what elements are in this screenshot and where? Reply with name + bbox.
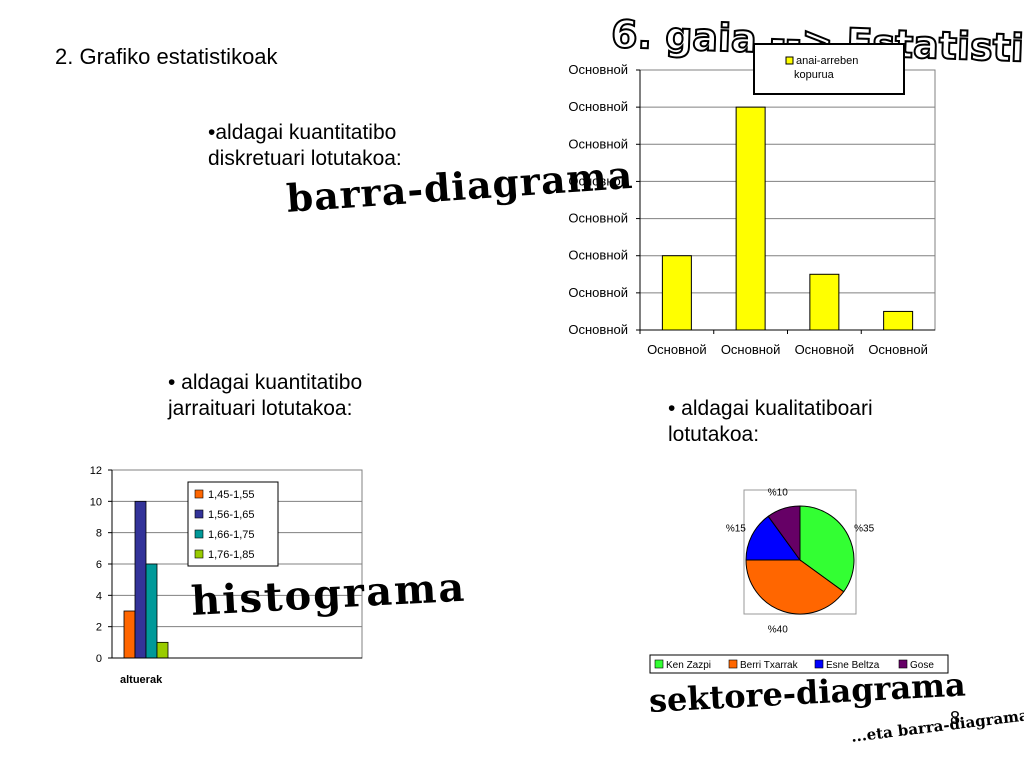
legend-label: Berri Txarrak bbox=[740, 660, 799, 671]
y-tick-label: Основной bbox=[568, 285, 628, 300]
bullet-discrete-line1: •aldagai kuantitatibo bbox=[208, 121, 397, 144]
x-tick-label: Основной bbox=[795, 342, 855, 357]
legend-label: 1,45-1,55 bbox=[208, 489, 254, 501]
histogram-chart: 0 2 4 6 8 10 12 altuerak 1,45-1,55 1,56-1,65 1,66-… bbox=[90, 465, 363, 686]
y-tick-label: 0 bbox=[96, 653, 102, 665]
legend-label: 1,66-1,75 bbox=[208, 529, 254, 541]
pie-data-label: %10 bbox=[768, 488, 788, 499]
y-tick-label: 10 bbox=[90, 496, 102, 508]
x-tick-label: Основной bbox=[721, 342, 781, 357]
pie-data-label: %40 bbox=[768, 624, 788, 635]
bullet-discrete-line2: diskretuari lotutakoa: bbox=[208, 147, 402, 170]
pie-slice bbox=[745, 559, 845, 615]
legend-label: Ken Zazpi bbox=[666, 660, 711, 671]
legend-swatch bbox=[814, 659, 824, 669]
legend-swatch bbox=[194, 529, 204, 539]
section-heading: 2. Grafiko estatistikoak bbox=[55, 44, 278, 69]
bullet-continuous-line1: • aldagai kuantitatibo bbox=[168, 371, 363, 394]
histogram-bar bbox=[134, 500, 147, 659]
bar-legend bbox=[753, 43, 905, 95]
legend-swatch bbox=[898, 659, 908, 669]
x-category-label: altuerak bbox=[120, 674, 163, 686]
pie-slice bbox=[767, 505, 801, 562]
pie-slice bbox=[745, 515, 801, 561]
bullet-qualitative-line1: • aldagai kualitatiboari bbox=[668, 397, 873, 420]
y-tick-label: 12 bbox=[90, 465, 102, 477]
legend-label: anai-arreben bbox=[796, 55, 858, 67]
histogram-bar bbox=[123, 610, 136, 659]
legend-label: 1,76-1,85 bbox=[208, 549, 254, 561]
y-tick-label: 8 bbox=[96, 528, 102, 540]
bar bbox=[809, 273, 840, 331]
legend-label: kopurua bbox=[794, 69, 835, 81]
bullet-continuous: • aldagai kuantitatibo jarraituari lotut… bbox=[168, 370, 362, 422]
legend-swatch bbox=[654, 659, 664, 669]
pie-slice bbox=[799, 505, 855, 593]
bar bbox=[661, 255, 692, 331]
y-tick-label: Основной bbox=[568, 248, 628, 263]
legend-swatch bbox=[194, 549, 204, 559]
bar bbox=[883, 310, 914, 331]
x-tick-label: Основной bbox=[868, 342, 928, 357]
pie-legend bbox=[649, 654, 949, 674]
y-tick-label: Основной bbox=[568, 173, 628, 188]
bullet-qualitative-line2: lotutakoa: bbox=[668, 423, 760, 446]
legend-swatch bbox=[194, 509, 204, 519]
legend-swatch bbox=[728, 659, 738, 669]
histogram-bar bbox=[145, 563, 158, 659]
legend-swatch bbox=[194, 489, 204, 499]
bar bbox=[735, 106, 766, 331]
bullet-continuous-line2: jarraituari lotutakoa: bbox=[168, 397, 353, 420]
y-tick-label: Основной bbox=[568, 99, 628, 114]
legend-label: Esne Beltza bbox=[826, 660, 880, 671]
y-tick-label: 6 bbox=[96, 559, 102, 571]
histogram-bar bbox=[156, 641, 169, 659]
bullet-qualitative: • aldagai kualitatiboari lotutakoa: bbox=[668, 396, 873, 448]
bar-chart: ОсновнойОсновнойОсновнойОсновнойОсновной… bbox=[568, 43, 936, 357]
y-tick-label: Основной bbox=[568, 211, 628, 226]
y-tick-label: Основной bbox=[568, 322, 628, 337]
bullet-discrete: •aldagai kuantitatibo diskretuari lotuta… bbox=[208, 120, 402, 172]
legend-label: Gose bbox=[910, 660, 934, 671]
wordart-eta-barra-diagrama: ...eta barra-diagrama bbox=[850, 706, 1024, 746]
y-tick-label: Основной bbox=[568, 136, 628, 151]
pie-data-label: %15 bbox=[726, 523, 746, 534]
y-tick-label: 4 bbox=[96, 590, 102, 602]
legend-swatch bbox=[785, 56, 794, 65]
legend-label: 1,56-1,65 bbox=[208, 509, 254, 521]
y-tick-label: Основной bbox=[568, 62, 628, 77]
pie-data-label: %35 bbox=[854, 523, 874, 534]
x-tick-label: Основной bbox=[647, 342, 707, 357]
page-number: 8 bbox=[950, 708, 961, 728]
y-tick-label: 2 bbox=[96, 622, 102, 634]
